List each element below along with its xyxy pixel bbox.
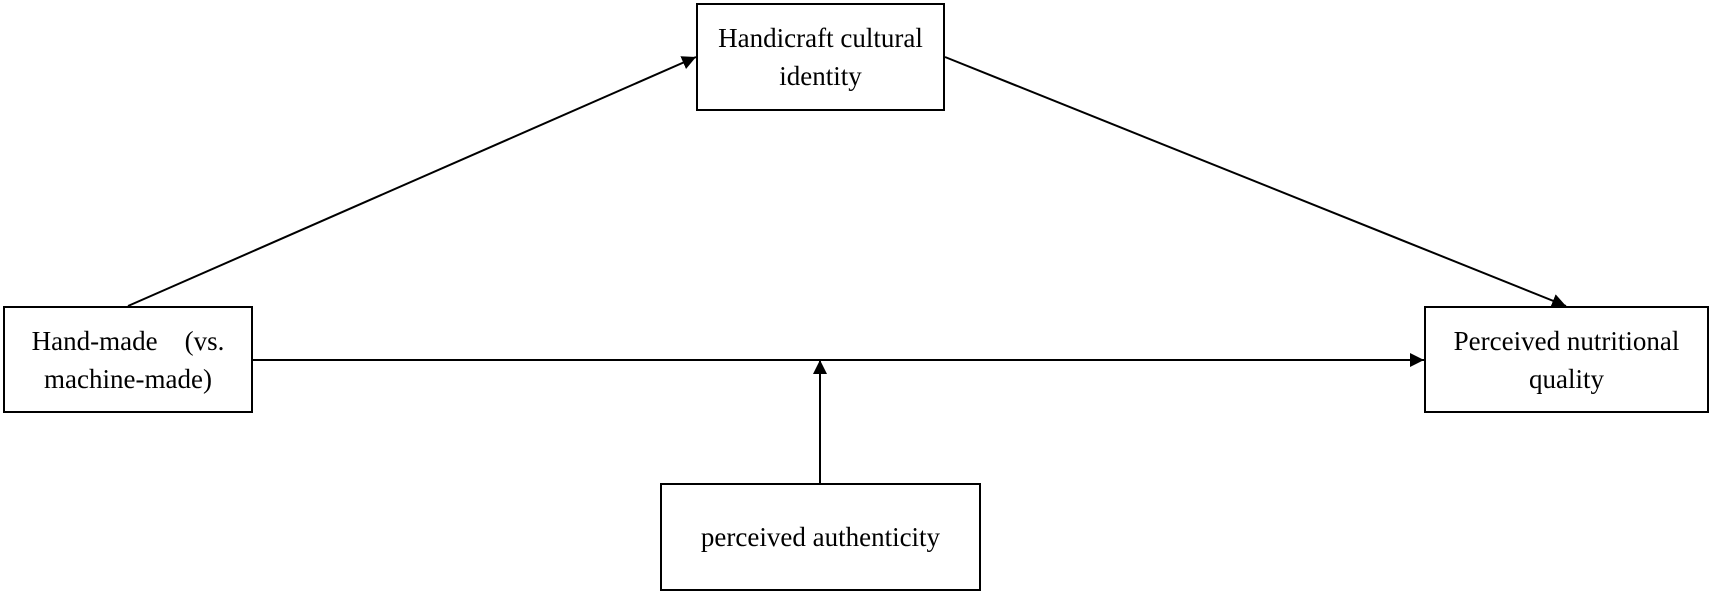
node-perceived-nutritional-quality: Perceived nutritional quality [1424, 306, 1709, 413]
arrow-identity-to-nutrition [944, 56, 1567, 308]
node-label-line: machine-made) [44, 363, 212, 394]
node-label-line: perceived authenticity [700, 522, 941, 552]
node-handicraft-cultural-identity: Handicraft cultural identity [696, 3, 945, 111]
node-label-line: Perceived nutritional [1453, 325, 1680, 356]
node-perceived-authenticity: perceived authenticity [660, 483, 981, 591]
arrow-handmade-to-identity [127, 56, 697, 307]
node-label-line: identity [779, 61, 862, 91]
node-label-line: Hand-made (vs. [31, 325, 225, 356]
node-label-line: quality [1529, 363, 1604, 394]
node-hand-made-vs-machine-made: Hand-made (vs. machine-made) [3, 306, 253, 413]
node-label-line: Handicraft cultural [718, 23, 923, 53]
